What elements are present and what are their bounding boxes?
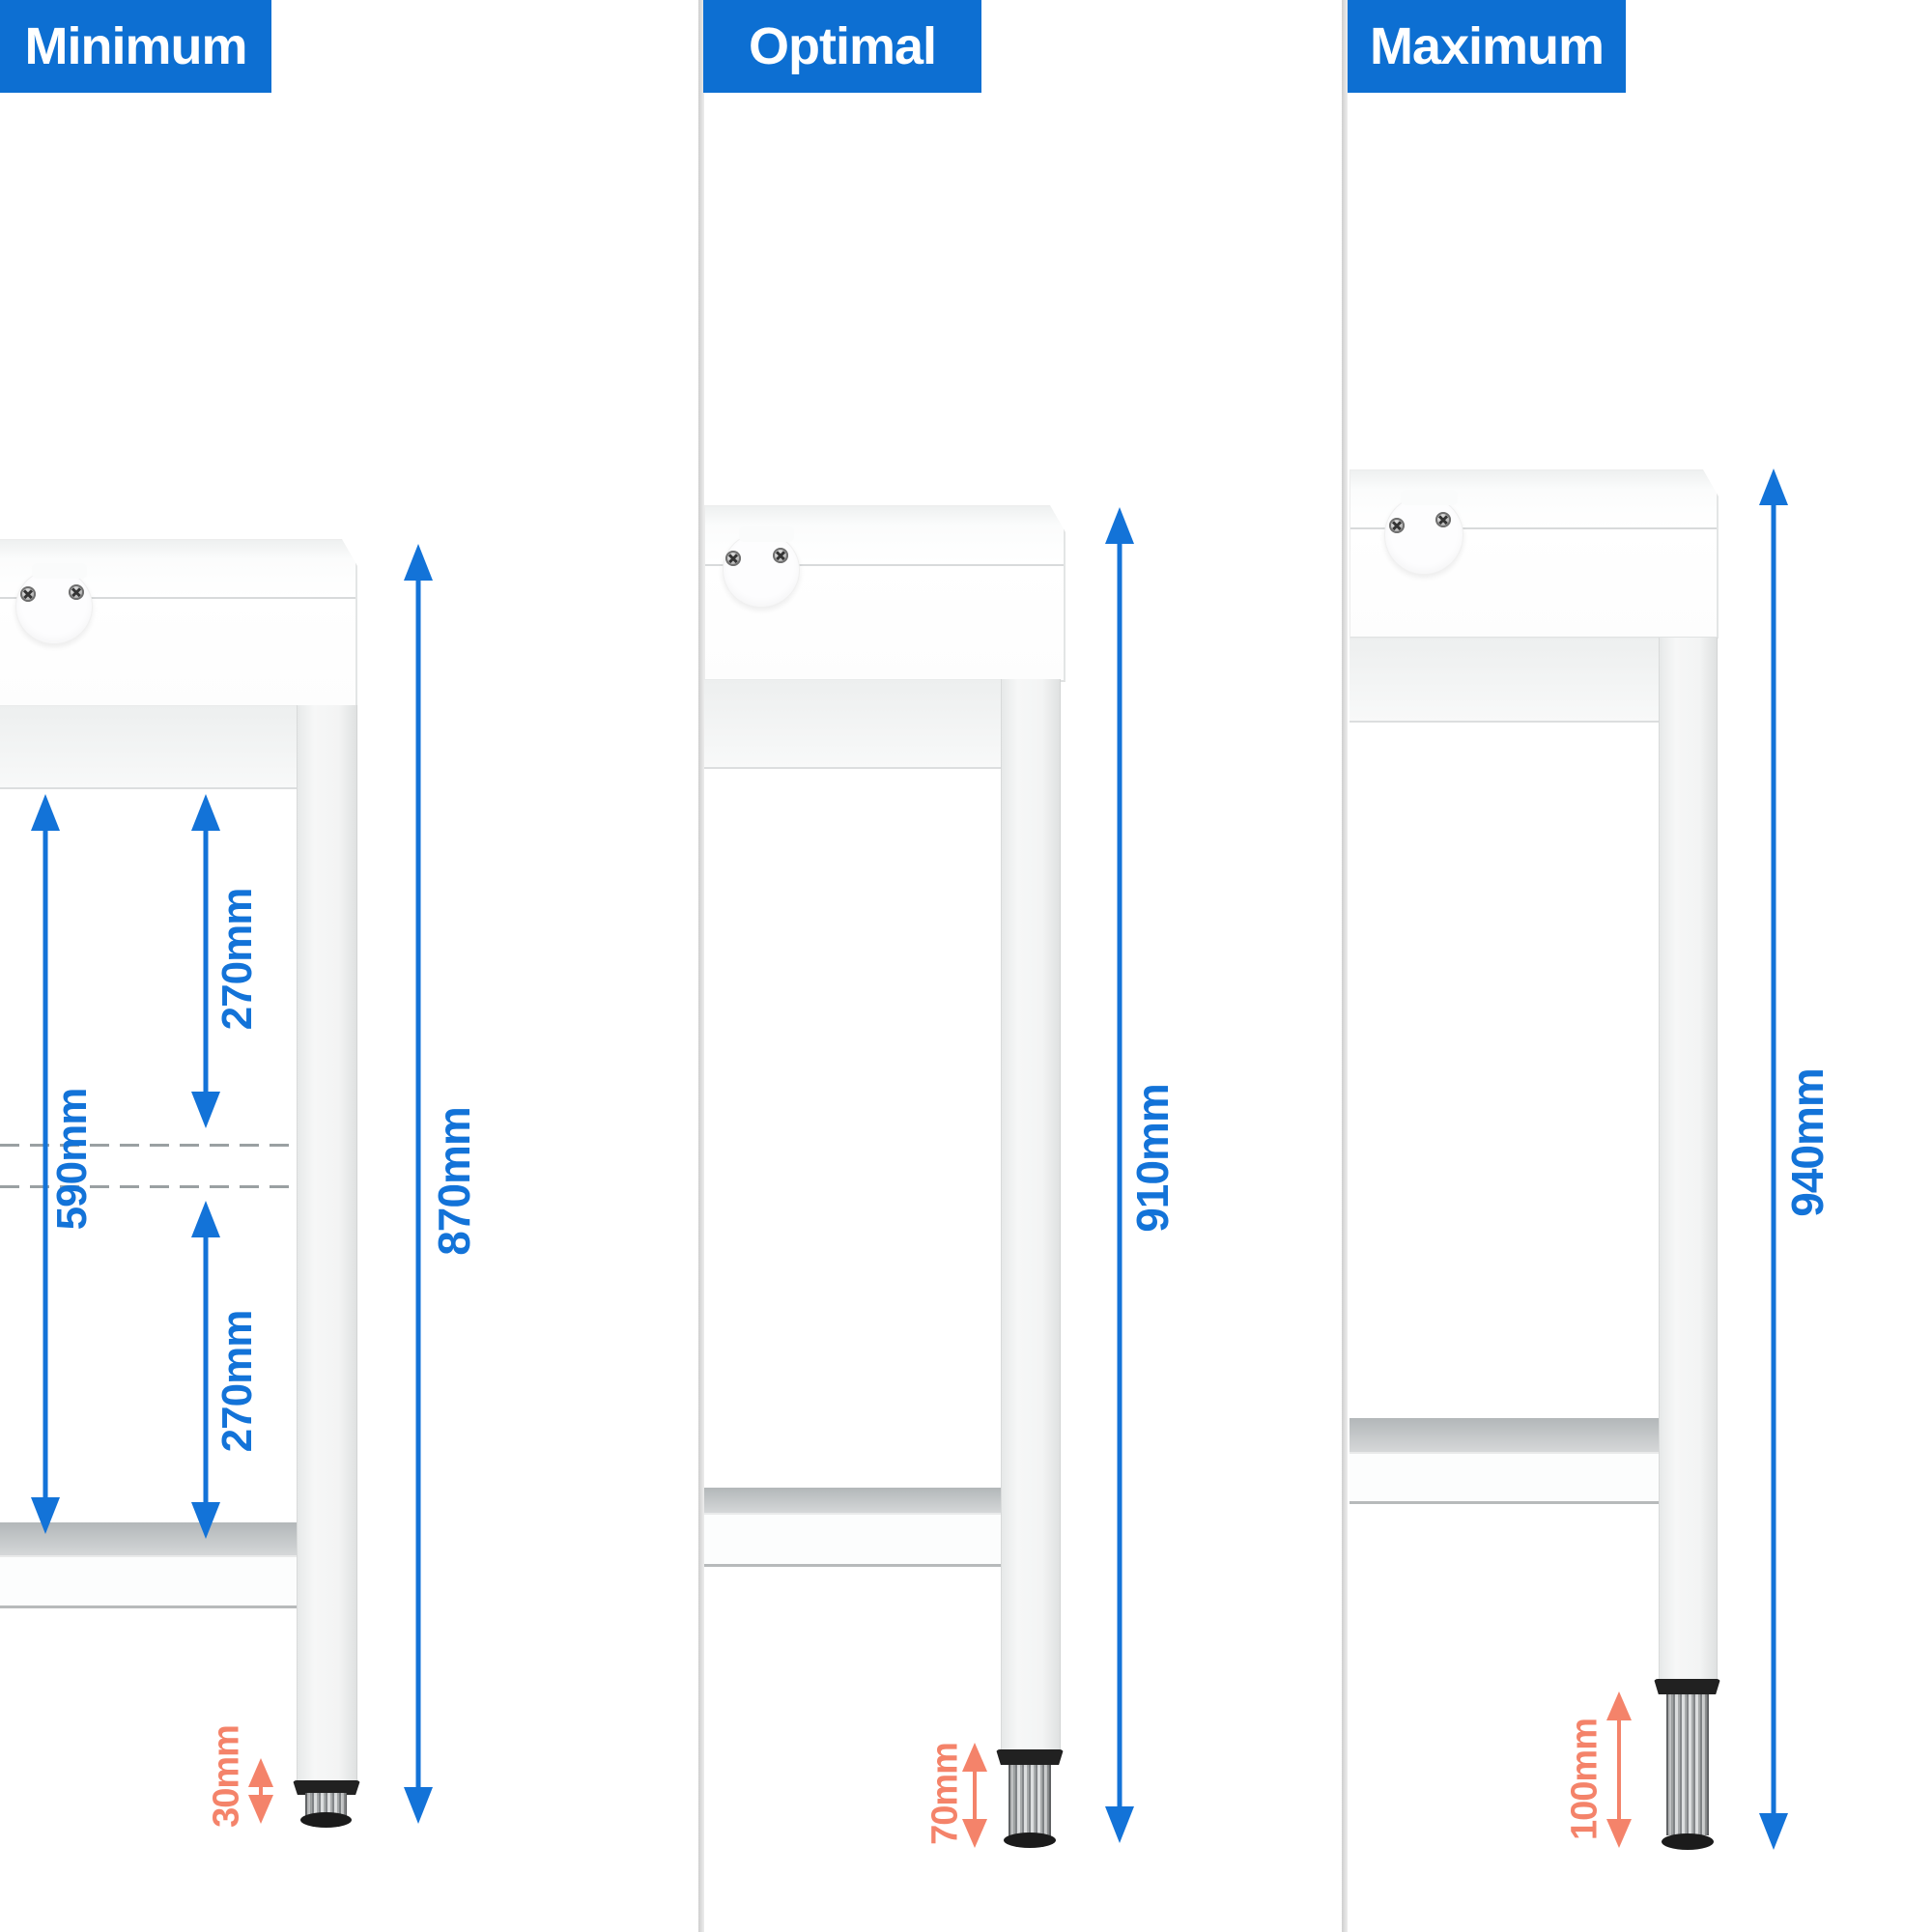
screw-icon [725, 551, 741, 566]
overall-height-arrow [1105, 507, 1134, 1843]
mounting-bracket [1384, 490, 1463, 575]
overall-height-label: 940mm [1782, 1068, 1833, 1217]
arrow-down-icon [191, 1502, 220, 1539]
arrow-up-icon [1105, 507, 1134, 544]
foot-base [300, 1812, 352, 1828]
adjustable-foot [1666, 1694, 1709, 1835]
arrow-up-icon [404, 544, 433, 581]
table-leg [297, 705, 357, 1780]
tabletop-seam-line [705, 564, 1064, 566]
overall-height-arrow [404, 544, 433, 1824]
bottom-shelf-front [0, 1555, 297, 1608]
mounting-bracket [15, 563, 93, 644]
upper-clearance-label: 270mm [213, 888, 261, 1031]
foot-cap [996, 1749, 1064, 1765]
adjustable-foot [1009, 1765, 1051, 1838]
overall-height-label: 910mm [1127, 1084, 1178, 1233]
overall-height-label: 870mm [429, 1107, 479, 1256]
foot-adjust-arrow [962, 1743, 987, 1848]
shelf-position-dashed-line [0, 1185, 297, 1188]
foot-adjust-arrow [1606, 1691, 1632, 1848]
screw-icon [1389, 518, 1405, 533]
mounting-bracket [723, 526, 800, 608]
lower-clearance-arrow [191, 1201, 220, 1539]
bottom-shelf-front [704, 1513, 1001, 1567]
arrow-up-icon [248, 1758, 273, 1787]
arrow-up-icon [1606, 1691, 1632, 1720]
arrow-down-icon [962, 1819, 987, 1848]
arrow-down-icon [191, 1092, 220, 1128]
bottom-shelf-surface [1350, 1418, 1659, 1452]
arrow-down-icon [31, 1497, 60, 1534]
table-leg [1659, 638, 1718, 1679]
interior-height-label: 590mm [48, 1088, 96, 1231]
interior-height-arrow [31, 794, 60, 1534]
tabletop-seam-line [0, 597, 355, 599]
under-rail [0, 705, 297, 789]
arrow-up-icon [191, 1201, 220, 1237]
foot-adjust-label: 70mm [924, 1743, 966, 1845]
arrow-down-icon [1759, 1813, 1788, 1850]
arrow-up-icon [1759, 469, 1788, 505]
panel-header-optimal: Optimal [703, 0, 981, 93]
arrow-up-icon [962, 1743, 987, 1772]
foot-cap [293, 1780, 360, 1795]
arrow-down-icon [1606, 1819, 1632, 1848]
panel-header-minimum: Minimum [0, 0, 271, 93]
screw-icon [773, 548, 788, 563]
arrow-down-icon [248, 1795, 273, 1824]
lower-clearance-label: 270mm [213, 1310, 261, 1453]
upper-clearance-arrow [191, 794, 220, 1128]
bottom-shelf-surface [704, 1488, 1001, 1513]
tabletop-seam-line [1350, 527, 1717, 529]
under-rail [704, 679, 1001, 769]
arrow-up-icon [191, 794, 220, 831]
overall-height-arrow [1759, 469, 1788, 1850]
table-leg [1001, 679, 1061, 1749]
shelf-position-dashed-line [0, 1144, 297, 1147]
panel-divider [1342, 0, 1348, 1932]
foot-adjust-label: 30mm [206, 1725, 247, 1828]
arrow-down-icon [404, 1787, 433, 1824]
foot-base [1662, 1833, 1714, 1850]
bottom-shelf-front [1350, 1452, 1659, 1504]
screw-icon [1435, 512, 1451, 527]
under-rail [1350, 638, 1659, 723]
foot-base [1004, 1833, 1056, 1848]
panel-divider [698, 0, 704, 1932]
screw-icon [69, 584, 84, 600]
arrow-down-icon [1105, 1806, 1134, 1843]
foot-adjust-label: 100mm [1564, 1719, 1605, 1840]
arrow-up-icon [31, 794, 60, 831]
foot-cap [1654, 1679, 1720, 1694]
screw-icon [20, 586, 36, 602]
foot-adjust-arrow [248, 1758, 273, 1824]
panel-header-maximum: Maximum [1348, 0, 1626, 93]
